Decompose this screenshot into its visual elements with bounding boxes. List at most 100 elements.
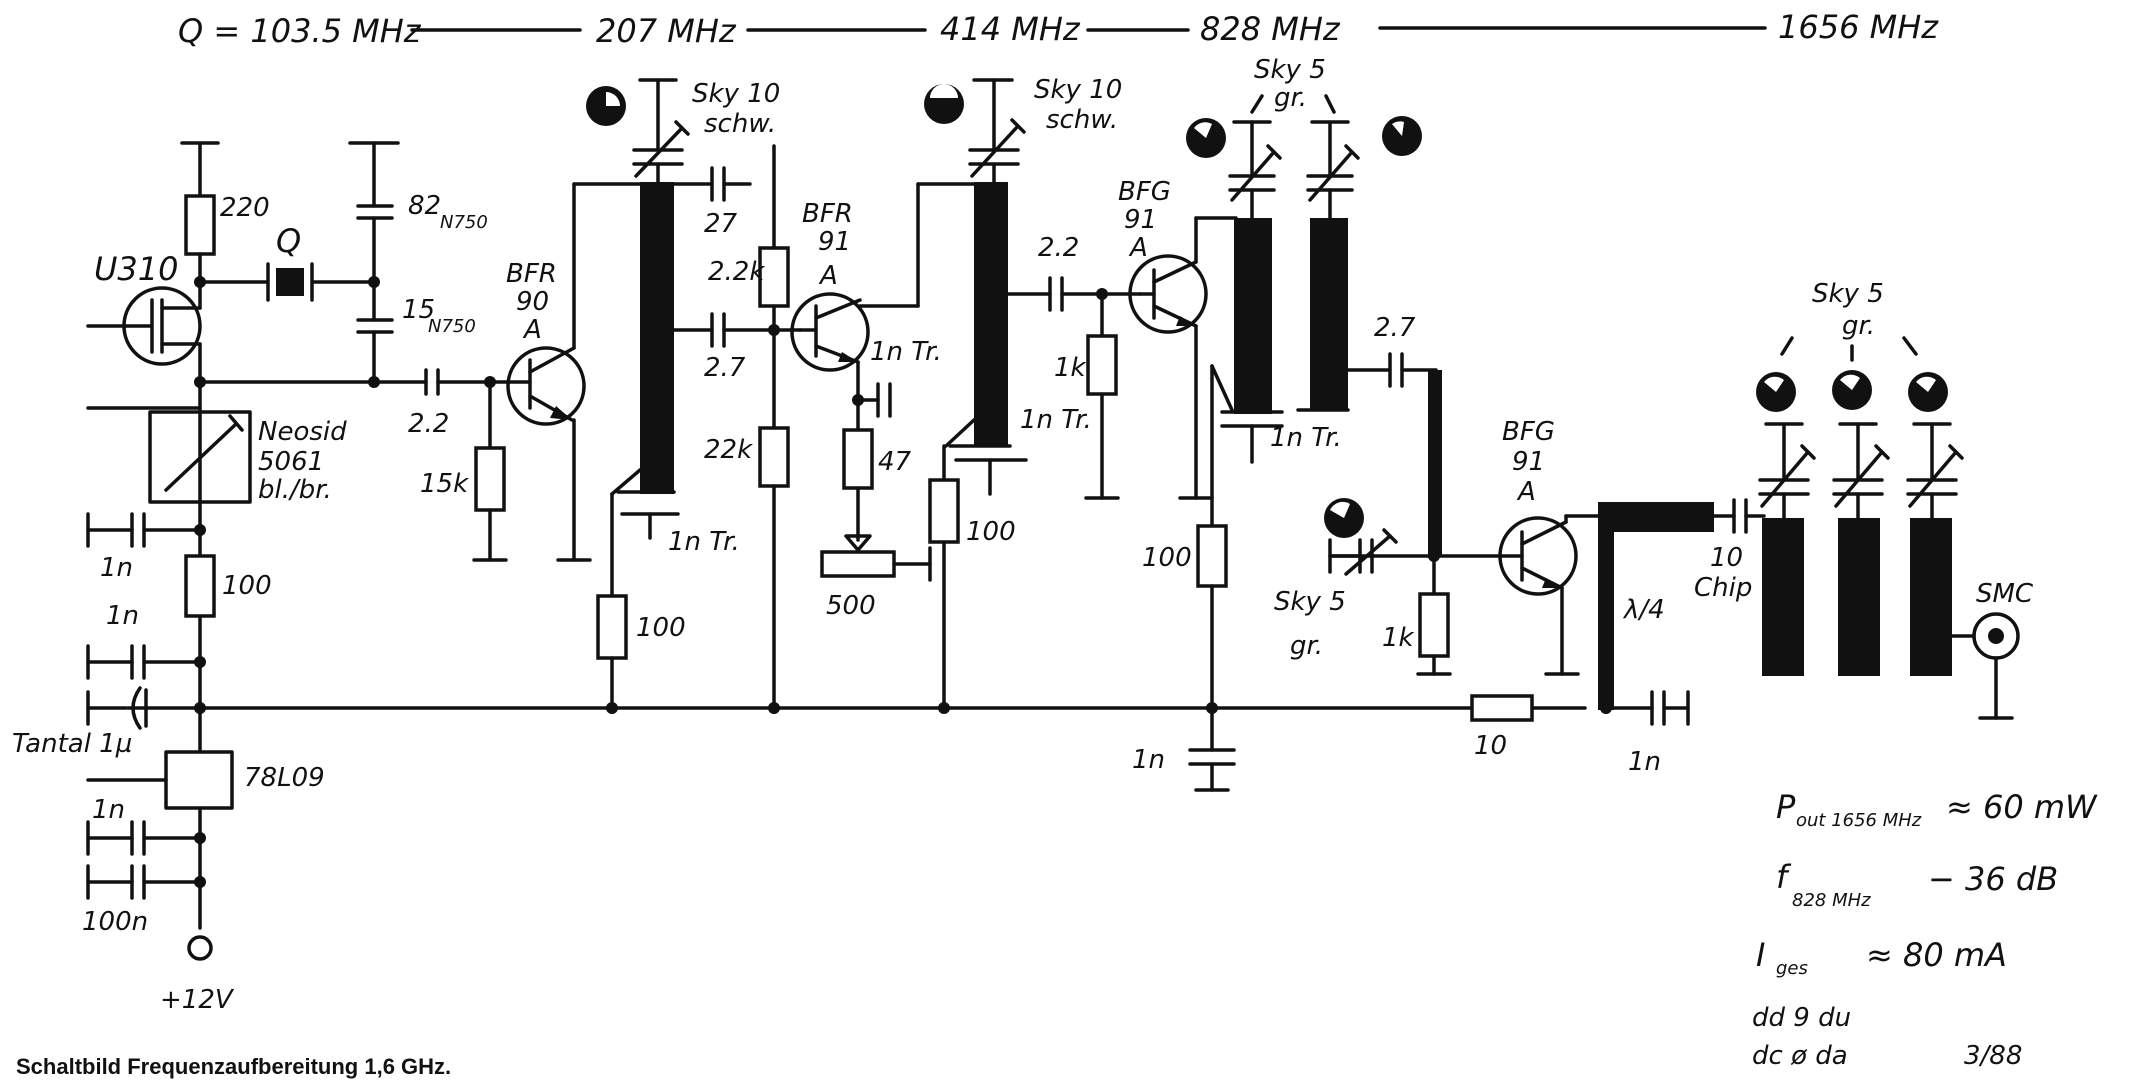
i-value: ≈ 80 mA [1866,936,2007,974]
bfg91b-label-b: 91 [1512,447,1545,477]
bias-divider: 2.2k 22k [704,144,790,714]
resistor-100-stage1 [596,594,628,660]
diagram-caption: Schaltbild Frequenzaufbereitung 1,6 GHz. [16,1054,451,1079]
r100c-label: 100 [966,517,1016,547]
transistor-bfg91a-1 [1128,254,1208,334]
resistor-47 [842,428,874,490]
tr1-label: 1n Tr. [668,527,740,557]
sky10b-sub-label: schw. [1046,105,1118,135]
smc-label: SMC [1976,579,2034,609]
r22k-label: 22k [704,435,753,465]
neosid-number: 5061 [258,447,324,477]
pout-symbol: P [1776,788,1796,826]
resistor-1k-stage4 [1418,592,1450,658]
sky10b-label: Sky 10 [1034,75,1122,105]
sky5a-label: Sky 5 [1254,55,1326,85]
specs-block: P out 1656 MHz ≈ 60 mW f 828 MHz − 36 dB… [1752,788,2098,1071]
tantal-label: Tantal 1µ [12,729,132,759]
reg-label: 78L09 [244,763,325,793]
stage-bfg91a-2: Sky 5 gr. 1k BFG 91 A λ/4 10 1n [1274,279,2034,777]
i-subscript: ges [1776,958,1808,979]
r1k-b-label: 1k [1382,623,1415,653]
sky5b-label: Sky 5 [1274,587,1346,617]
supply-terminal [187,935,213,961]
trimmer-sky5-c1 [1758,422,1816,520]
sky5b-sub-label: gr. [1290,631,1323,661]
c1n-a-label: 1n [100,553,133,583]
transistor-bfr90a [506,346,586,426]
i-symbol: I [1756,936,1765,974]
r100a-label: 100 [222,571,272,601]
f-symbol: f [1776,858,1792,896]
sky5c-sub-label: gr. [1842,311,1875,341]
c10chip-label: 10 [1710,543,1743,573]
c2-7b-label: 2.7 [1374,313,1416,343]
cap-tantal [131,686,142,730]
freq-414-label: 414 MHz [940,10,1081,48]
sky5c-label: Sky 5 [1812,279,1884,309]
c82-sub-label: N750 [440,212,488,233]
resonator-1656-b [1838,518,1880,676]
r15k-label: 15k [420,469,469,499]
freq-q-label: Q = 103.5 MHz [178,12,422,50]
lambda4-label: λ/4 [1622,595,1665,625]
sky10a-label: Sky 10 [692,79,780,109]
frequency-header: Q = 103.5 MHz 207 MHz 414 MHz 828 MHz 16… [178,8,1939,50]
pout-value: ≈ 60 mW [1946,788,2098,826]
neosid-label: Neosid [258,417,347,447]
freq-1656-label: 1656 MHz [1778,8,1939,46]
resonator-1656-a [1762,518,1804,676]
bfr91-label-a: BFR [802,199,853,229]
c2-7a-label: 2.7 [704,353,746,383]
bfg91b-label-c: A [1516,477,1536,507]
resonator-414 [974,182,1008,446]
resistor-100-stage2 [928,478,960,544]
pot500-label: 500 [826,591,876,621]
stage-bfr90a: 2.2 15k BFR 90 A 1n Tr. 100 [408,78,802,714]
c10chip-sub-label: Chip [1694,573,1752,603]
resistor-1k-stage3 [1086,334,1118,396]
supply-voltage-label: +12V [160,985,235,1015]
c1n-c-label: 1n [92,795,125,825]
r10-label: 10 [1474,731,1507,761]
f-value: − 36 dB [1928,860,2058,898]
resistor-100-stage3 [1196,524,1228,588]
resonator-1656-c [1910,518,1952,676]
bfr90-label-c: A [522,315,542,345]
c15-label: 15 [402,295,435,325]
bfg91b-label-a: BFG [1502,417,1555,447]
resistor-100-supply [184,554,216,618]
bfr91-label-b: 91 [818,227,851,257]
f-subscript: 828 MHz [1792,890,1871,911]
oscillator-stage: 220 U310 Q 82 N750 15 N750 [12,141,488,1015]
resonator-828-a [1234,218,1272,414]
c1n-e-label: 1n [1628,747,1661,777]
date-label: 3/88 [1964,1041,2022,1071]
bfg91a-label-a: BFG [1118,177,1171,207]
code-line-2: dc ø da [1752,1041,1848,1071]
bfr90-label-b: 90 [516,287,549,317]
resonator-828-b [1310,218,1348,410]
microstrip-lambda4-horizontal [1598,502,1714,532]
neosid-colors: bl./br. [258,475,332,505]
c82-label: 82 [408,191,441,221]
trimmer-sky5-c3 [1906,422,1964,520]
bfg91a-label-c: A [1128,233,1148,263]
c15-sub-label: N750 [428,316,476,337]
bfr91-label-c: A [818,261,838,291]
stage-bfg91a-1: BFG 91 A 1n Tr. 100 1n [1118,55,1442,792]
r100d-label: 100 [1142,543,1192,573]
c2-2a-label: 2.2 [408,409,449,439]
tr3-label: 1n Tr. [1020,405,1092,435]
pout-subscript: out 1656 MHz [1796,810,1922,831]
code-line-1: dd 9 du [1752,1003,1851,1033]
microstrip-828 [1428,370,1442,556]
crystal-q-label: Q [276,222,301,260]
bfg91a-label-b: 91 [1124,205,1157,235]
freq-828-label: 828 MHz [1200,10,1341,48]
r100b-label: 100 [636,613,686,643]
c2-2b-label: 2.2 [1038,233,1079,263]
tr2-label: 1n Tr. [870,337,942,367]
bfr90-label-a: BFR [506,259,557,289]
